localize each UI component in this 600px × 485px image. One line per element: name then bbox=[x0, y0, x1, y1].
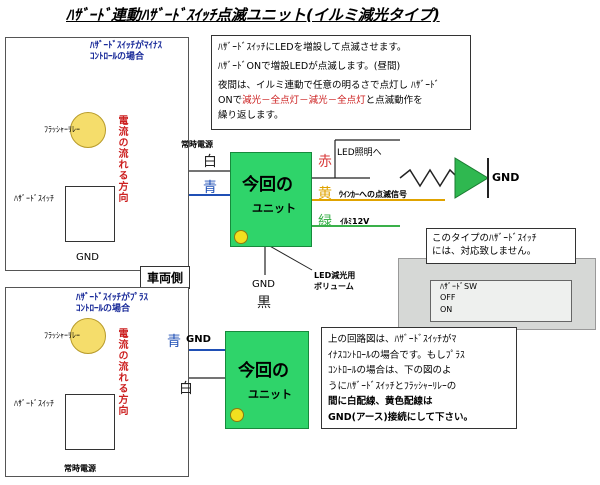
vehicle-side-tab: 車両側 bbox=[140, 266, 191, 289]
hazard-switch-label-bottom: ﾊｻﾞｰﾄﾞｽｲｯﾁ bbox=[14, 399, 54, 408]
photo-note: このタイプのﾊｻﾞｰﾄﾞｽｲｯﾁ には、対応致しません。 bbox=[426, 228, 576, 264]
wire-yellow-desc: ｳｲﾝｶｰへの点滅信号 bbox=[339, 190, 407, 199]
power-label-bottom: 常時電源 bbox=[64, 464, 96, 473]
note-bottom-line1: 上の回路図は、ﾊｻﾞｰﾄﾞｽｲｯﾁがﾏ bbox=[328, 334, 457, 345]
unit-bottom-title: 今回の bbox=[238, 361, 289, 381]
panel-plus-heading-line1: ﾊｻﾞｰﾄﾞｽｲｯﾁがﾌﾟﾗｽ bbox=[76, 293, 149, 303]
hazard-switch-label-top: ﾊｻﾞｰﾄﾞｽｲｯﾁ bbox=[14, 194, 54, 203]
bottom-wire-blue-label: 青 bbox=[167, 334, 181, 350]
panel-minus-heading-line2: ｺﾝﾄﾛｰﾙの場合 bbox=[90, 52, 145, 62]
flasher-relay-label-bottom: ﾌﾗｯｼｬｰﾘﾚｰ bbox=[44, 331, 80, 340]
note-top-line4a: ONで bbox=[218, 95, 243, 106]
unit-top-title: 今回の bbox=[242, 175, 293, 195]
page-title: ﾊｻﾞｰﾄﾞ連動ﾊｻﾞｰﾄﾞｽｲｯﾁ点滅ユニット(イルミ減光タイプ) bbox=[66, 6, 440, 24]
panel-plus-heading-line2: ｺﾝﾄﾛｰﾙの場合 bbox=[76, 304, 131, 314]
note-bottom-line3: ｺﾝﾄﾛｰﾙの場合は、下の図のよ bbox=[328, 365, 452, 376]
panel-minus-control bbox=[5, 37, 189, 271]
wire-blue-label: 青 bbox=[203, 180, 217, 196]
dimmer-knob-label-line2: ボリューム bbox=[314, 282, 354, 291]
panel-minus-heading-line1: ﾊｻﾞｰﾄﾞｽｲｯﾁがﾏｲﾅｽ bbox=[90, 41, 163, 51]
flasher-relay-top bbox=[70, 112, 106, 148]
unit-bottom-subtitle: ユニット bbox=[248, 388, 292, 401]
wire-red-label: 赤 bbox=[318, 154, 332, 170]
photo-note-line1: このタイプのﾊｻﾞｰﾄﾞｽｲｯﾁ bbox=[432, 233, 537, 244]
wire-black-label: 黒 bbox=[257, 295, 271, 311]
wire-white-label: 白 bbox=[203, 154, 217, 170]
switch-photo-off: OFF bbox=[440, 293, 456, 302]
note-top-line4b: と点滅動作を bbox=[365, 95, 423, 106]
hazard-switch-box-bottom bbox=[65, 394, 115, 450]
hazard-switch-box-top bbox=[65, 186, 115, 242]
panel-plus-heading: ﾊｻﾞｰﾄﾞｽｲｯﾁがﾌﾟﾗｽ ｺﾝﾄﾛｰﾙの場合 bbox=[76, 293, 148, 315]
current-direction-label-bottom: 電流の流れる方向 bbox=[116, 328, 127, 416]
note-top-line4: ONで減光－全点灯－減光－全点灯と点滅動作を bbox=[218, 93, 464, 108]
switch-photo-panel-label: ﾊｻﾞｰﾄﾞSW bbox=[440, 282, 477, 291]
note-bottom-line4: うにﾊｻﾞｰﾄﾞｽｲｯﾁとﾌﾗｯｼｬｰﾘﾚｰの bbox=[328, 380, 457, 392]
panel-minus-heading: ﾊｻﾞｰﾄﾞｽｲｯﾁがﾏｲﾅｽ ｺﾝﾄﾛｰﾙの場合 bbox=[90, 41, 162, 63]
wire-white-desc: 常時電源 bbox=[181, 140, 213, 149]
wire-red-desc: LED照明へ bbox=[337, 148, 382, 158]
note-bottom-line2: ｲﾅｽｺﾝﾄﾛｰﾙの場合です。もしﾌﾟﾗｽ bbox=[328, 349, 465, 361]
switch-photo-panel bbox=[430, 280, 572, 322]
current-direction-label-top: 電流の流れる方向 bbox=[116, 115, 127, 203]
dimmer-knob-bottom bbox=[230, 408, 244, 422]
gnd-label-top: GND bbox=[76, 252, 99, 263]
flasher-relay-label-top: ﾌﾗｯｼｬｰﾘﾚｰ bbox=[44, 125, 80, 134]
wire-yellow-label: 黄 bbox=[318, 186, 332, 202]
wire-black-gnd: GND bbox=[252, 279, 275, 290]
dimmer-knob-label-line1: LED減光用 bbox=[314, 271, 356, 280]
dimmer-knob-label: LED減光用 ボリューム bbox=[314, 270, 355, 292]
photo-note-line2: には、対応致しません。 bbox=[432, 246, 537, 257]
switch-photo-on: ON bbox=[440, 305, 453, 314]
led-gnd-label: GND bbox=[492, 171, 520, 184]
note-top: ﾊｻﾞｰﾄﾞｽｲｯﾁにLEDを増設して点滅させます。 ﾊｻﾞｰﾄﾞONで増設LE… bbox=[211, 35, 471, 130]
panel-plus-control bbox=[5, 287, 189, 477]
unit-top-subtitle: ユニット bbox=[252, 202, 296, 215]
bottom-wire-white-label: 白 bbox=[179, 381, 193, 397]
flasher-relay-bottom bbox=[70, 318, 106, 354]
note-bottom-line5: 間に白配線、黄色配線は bbox=[328, 396, 433, 407]
note-top-line1: ﾊｻﾞｰﾄﾞｽｲｯﾁにLEDを増設して点滅させます。 bbox=[218, 42, 407, 53]
note-top-line3: 夜間は、イルミ連動で任意の明るさで点灯し ﾊｻﾞｰﾄﾞ bbox=[218, 80, 440, 91]
note-top-line4-red: 減光－全点灯－減光－全点灯 bbox=[242, 95, 366, 106]
note-top-line2: ﾊｻﾞｰﾄﾞONで増設LEDが点滅します。(昼間) bbox=[218, 61, 401, 72]
wire-green-label: 緑 bbox=[318, 214, 332, 230]
dimmer-knob-top bbox=[234, 230, 248, 244]
note-bottom: 上の回路図は、ﾊｻﾞｰﾄﾞｽｲｯﾁがﾏ ｲﾅｽｺﾝﾄﾛｰﾙの場合です。もしﾌﾟﾗ… bbox=[321, 327, 517, 429]
bottom-wire-blue-gnd: GND bbox=[186, 334, 211, 345]
note-top-line5: 繰り返します。 bbox=[218, 110, 284, 121]
note-bottom-line6: GND(アース)接続にして下さい。 bbox=[328, 411, 473, 423]
wire-green-desc: ｲﾙﾐ12V bbox=[340, 217, 370, 226]
